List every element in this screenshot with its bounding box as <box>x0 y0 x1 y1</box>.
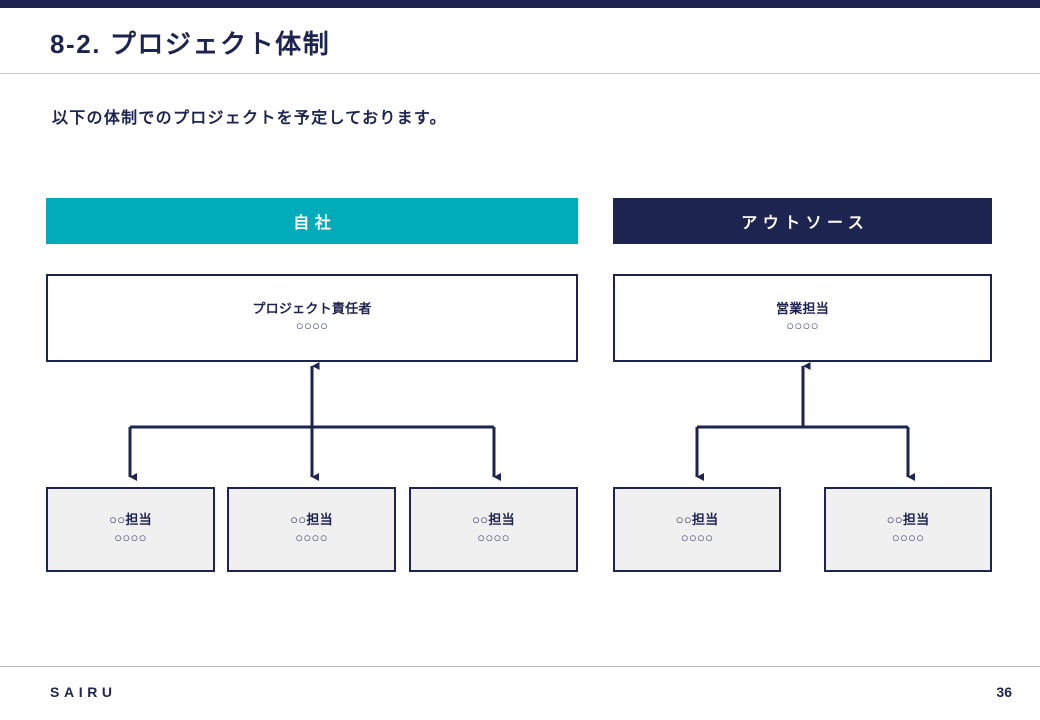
node-project-owner: プロジェクト責任者 ○○○○ <box>46 274 578 362</box>
node-role: ○○担当 <box>886 512 930 528</box>
footer-divider <box>0 666 1040 667</box>
node-name: ○○○○ <box>295 529 328 545</box>
node-role: 営業担当 <box>775 300 830 316</box>
node-name: ○○○○ <box>295 318 329 334</box>
node-role: ○○担当 <box>675 512 719 528</box>
node-role: ○○担当 <box>109 512 152 528</box>
node-role: ○○担当 <box>472 512 515 528</box>
node-name: ○○○○ <box>891 529 925 545</box>
node-role: ○○担当 <box>290 512 333 528</box>
node-self-member-3: ○○担当 ○○○○ <box>409 487 578 572</box>
group-header-self-label: 自社 <box>293 215 337 232</box>
node-self-member-2: ○○担当 ○○○○ <box>227 487 396 572</box>
group-header-outsource: アウトソース <box>613 198 992 244</box>
footer-logo: SAIRU <box>50 684 117 700</box>
page-title: 8-2. プロジェクト体制 <box>50 29 331 59</box>
node-outsource-member-2: ○○担当 ○○○○ <box>824 487 992 572</box>
node-name: ○○○○ <box>680 529 714 545</box>
top-accent-bar <box>0 0 1040 8</box>
node-name: ○○○○ <box>114 529 147 545</box>
group-header-self: 自社 <box>46 198 578 244</box>
node-outsource-member-1: ○○担当 ○○○○ <box>613 487 781 572</box>
node-name: ○○○○ <box>786 318 819 334</box>
node-sales-rep: 営業担当 ○○○○ <box>613 274 992 362</box>
node-name: ○○○○ <box>477 529 510 545</box>
title-divider <box>0 73 1040 74</box>
lead-sentence: 以下の体制でのプロジェクトを予定しております。 <box>52 110 447 127</box>
node-self-member-1: ○○担当 ○○○○ <box>46 487 215 572</box>
group-header-outsource-label: アウトソース <box>741 215 870 232</box>
node-role: プロジェクト責任者 <box>252 300 372 316</box>
page-number: 36 <box>996 684 1012 700</box>
